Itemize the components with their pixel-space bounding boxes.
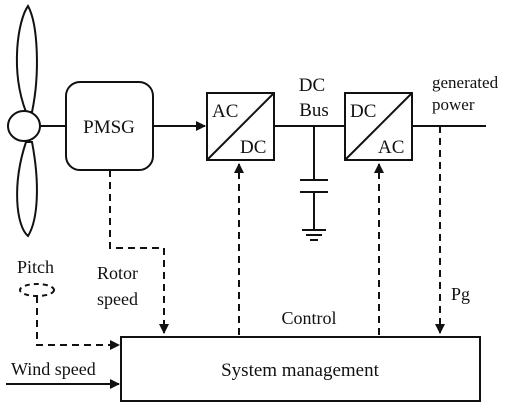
capacitor-icon bbox=[300, 126, 328, 230]
pitch-label: Pitch bbox=[17, 257, 54, 277]
inverter-diagonal bbox=[344, 92, 413, 161]
generated-power-label-line1: generated bbox=[432, 73, 499, 92]
dc-bus-label-line2: Bus bbox=[299, 100, 329, 121]
pitch-actuator-icon bbox=[19, 283, 55, 297]
inverter-dc-label: DC bbox=[350, 101, 376, 122]
rotor-speed-label-line2: speed bbox=[97, 289, 138, 309]
dc-bus-label-line1: DC bbox=[299, 75, 325, 96]
wind-speed-label: Wind speed bbox=[11, 359, 96, 379]
rectifier-ac-label: AC bbox=[212, 101, 238, 122]
pg-label: Pg bbox=[451, 284, 470, 304]
rectifier-dc-label: DC bbox=[240, 137, 266, 158]
pitch-signal-arrow bbox=[36, 296, 120, 350]
system-management-box bbox=[120, 336, 481, 402]
pmsg-label: PMSG bbox=[83, 117, 135, 138]
system-management-label: System management bbox=[221, 360, 379, 381]
generated-power-label-line2: power bbox=[432, 95, 475, 114]
rotor-speed-label-line1: Rotor bbox=[97, 263, 138, 283]
control-label: Control bbox=[281, 308, 336, 328]
rectifier-diagonal bbox=[206, 92, 275, 161]
turbine-blades-icon bbox=[7, 4, 41, 238]
rotor-speed-signal-arrow bbox=[109, 170, 169, 334]
inverter-ac-label: AC bbox=[378, 137, 404, 158]
ground-icon bbox=[302, 229, 326, 241]
